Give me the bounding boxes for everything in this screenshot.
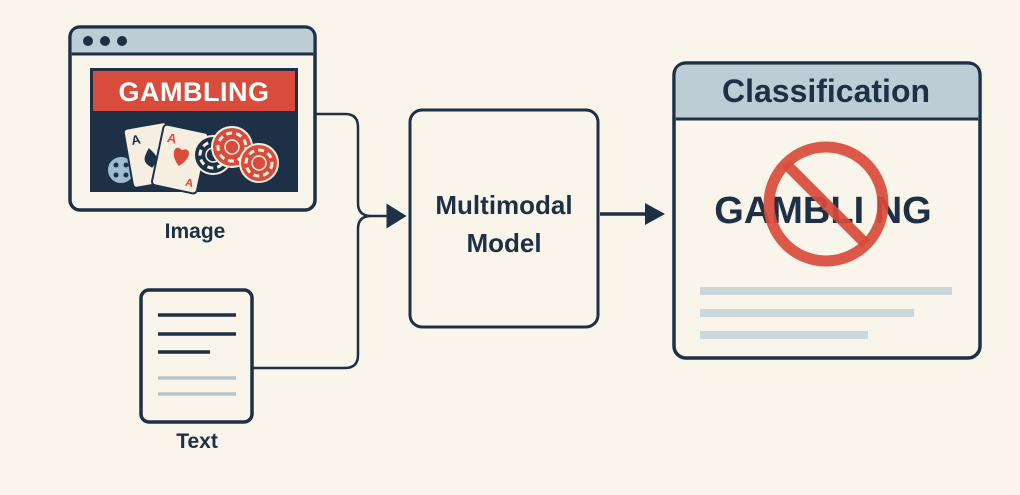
gambling-banner-text: GAMBLING	[119, 77, 270, 107]
image-node: GAMBLING A A A	[68, 25, 317, 243]
browser-title-bar	[71, 28, 314, 54]
svg-text:A: A	[184, 177, 194, 190]
model-to-classification-arrow	[600, 203, 665, 225]
text-caption: Text	[176, 430, 218, 453]
text-node: Text	[139, 288, 254, 453]
window-dot-icon	[83, 36, 93, 46]
image-to-model-connector	[315, 112, 372, 218]
classification-node: Classification GAMBLI NG	[672, 61, 982, 360]
model-box	[408, 108, 600, 329]
window-dot-icon	[100, 36, 110, 46]
classification-header: Classification	[722, 73, 930, 109]
arrow-head-icon	[645, 203, 665, 225]
model-node: Multimodal Model	[408, 108, 600, 329]
connectors	[252, 112, 407, 370]
no-sign-icon	[763, 141, 889, 267]
model-label-line2: Model	[466, 228, 541, 258]
document-icon	[139, 288, 254, 424]
svg-text:A: A	[166, 130, 179, 147]
model-label-line1: Multimodal	[435, 190, 572, 220]
svg-text:A: A	[130, 131, 142, 148]
image-caption: Image	[165, 220, 226, 243]
gambling-banner	[93, 71, 295, 111]
poker-chips-icon	[193, 126, 279, 183]
window-dot-icon	[117, 36, 127, 46]
classification-header-bg	[675, 64, 979, 119]
text-to-model-connector	[252, 214, 372, 370]
playing-cards-icon: A A A	[122, 121, 210, 195]
